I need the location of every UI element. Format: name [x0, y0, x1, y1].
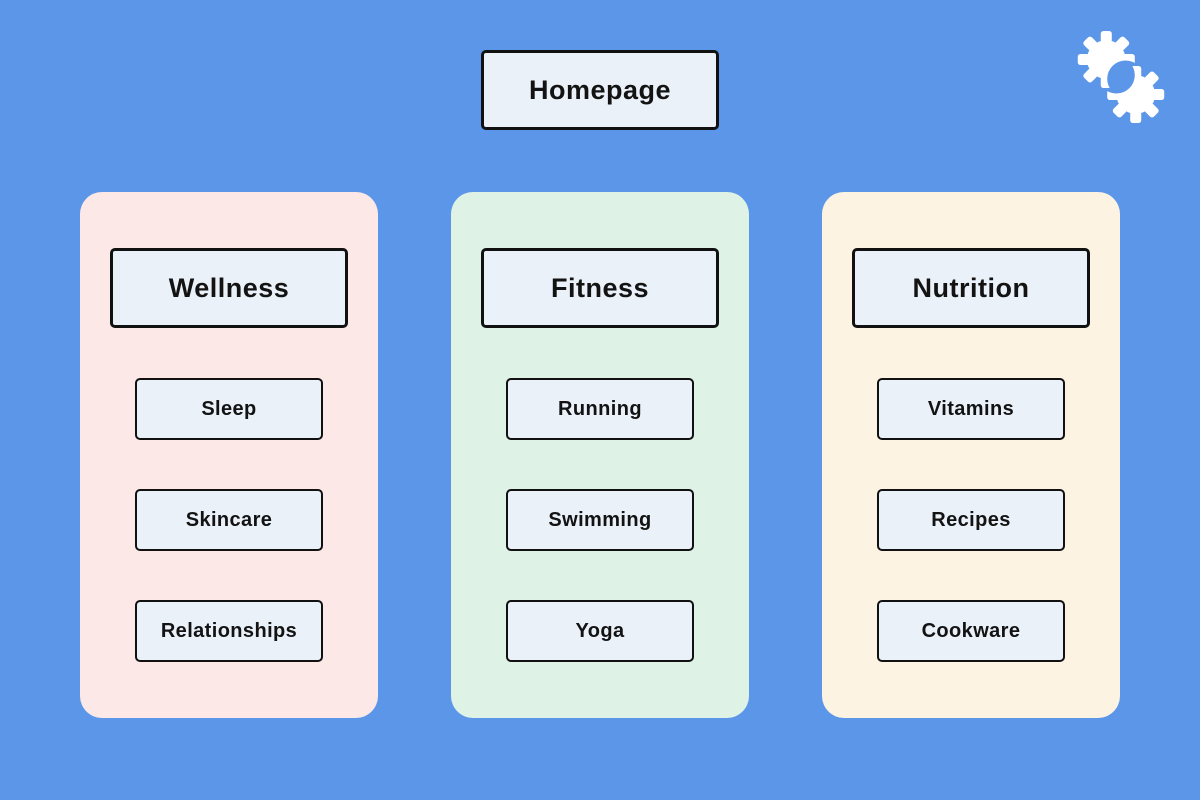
- relationships-node[interactable]: Relationships: [135, 600, 323, 662]
- cookware-node[interactable]: Cookware: [877, 600, 1065, 662]
- sleep-node-label: Sleep: [201, 397, 257, 420]
- running-node-label: Running: [558, 397, 642, 420]
- nutrition-card: Nutrition Vitamins Recipes Cookware: [822, 192, 1120, 718]
- homepage-node-label: Homepage: [528, 74, 672, 105]
- homepage-node[interactable]: Homepage: [481, 50, 719, 130]
- vitamins-node[interactable]: Vitamins: [877, 378, 1065, 440]
- fitness-node-label: Fitness: [550, 272, 650, 303]
- swimming-node[interactable]: Swimming: [506, 489, 694, 551]
- swimming-node-label: Swimming: [548, 508, 652, 531]
- recipes-node[interactable]: Recipes: [877, 489, 1065, 551]
- yoga-node[interactable]: Yoga: [506, 600, 694, 662]
- wellness-card: Wellness Sleep Skincare Relationships: [80, 192, 378, 718]
- running-node[interactable]: Running: [506, 378, 694, 440]
- wellness-node-label: Wellness: [168, 272, 290, 303]
- skincare-node[interactable]: Skincare: [135, 489, 323, 551]
- yoga-node-label: Yoga: [575, 619, 625, 642]
- relationships-node-label: Relationships: [160, 619, 298, 642]
- fitness-card: Fitness Running Swimming Yoga: [451, 192, 749, 718]
- gears-logo-icon: [1075, 31, 1167, 123]
- recipes-node-label: Recipes: [931, 508, 1011, 531]
- cookware-node-label: Cookware: [921, 619, 1021, 642]
- nutrition-node[interactable]: Nutrition: [852, 248, 1090, 328]
- nutrition-node-label: Nutrition: [912, 272, 1030, 303]
- skincare-node-label: Skincare: [185, 508, 273, 531]
- sleep-node[interactable]: Sleep: [135, 378, 323, 440]
- vitamins-node-label: Vitamins: [927, 397, 1015, 420]
- category-cards-row: Wellness Sleep Skincare Relationships Fi…: [80, 192, 1120, 718]
- fitness-node[interactable]: Fitness: [481, 248, 719, 328]
- wellness-node[interactable]: Wellness: [110, 248, 348, 328]
